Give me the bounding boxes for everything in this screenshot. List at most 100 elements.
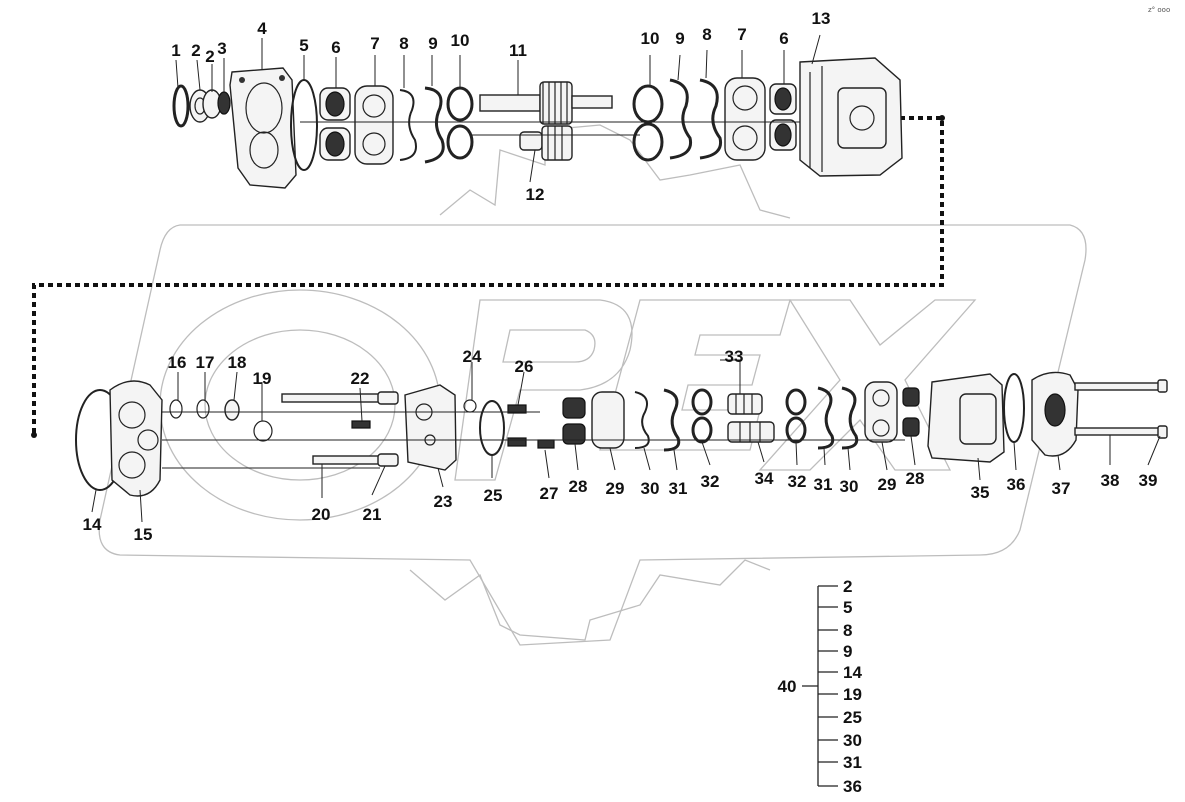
leader-lines xyxy=(91,34,1161,523)
bottom-part-label-16: 16 xyxy=(168,353,187,372)
part-31-backup-ring xyxy=(663,388,681,452)
bottom-part-label-38: 38 xyxy=(1101,471,1120,490)
top-part-label-7: 7 xyxy=(370,34,379,53)
top-part-label-6: 6 xyxy=(779,29,788,48)
bottom-part-label-32: 32 xyxy=(788,472,807,491)
bottom-part-label-25: 25 xyxy=(484,486,503,505)
assembly-connector-dashed-line xyxy=(32,116,944,435)
part-26-plug xyxy=(507,404,527,414)
part-9-backup-ring-rear xyxy=(669,78,693,160)
part-25-o-ring xyxy=(479,400,505,456)
kit-item-label: 25 xyxy=(843,708,862,727)
bottom-part-label-23: 23 xyxy=(434,492,453,511)
orex-watermark xyxy=(98,124,1087,646)
part-20-bolt xyxy=(281,393,384,465)
top-part-label-2: 2 xyxy=(191,41,200,60)
corner-code: z° ooo xyxy=(1148,6,1170,14)
kit-item-label: 36 xyxy=(843,777,862,796)
part-10-seal xyxy=(446,86,474,160)
part-22-screw xyxy=(351,420,371,429)
part-29-bearing-block xyxy=(591,391,625,449)
bottom-part-label-29: 29 xyxy=(606,479,625,498)
part-8-seal-rear xyxy=(699,78,723,160)
top-part-label-8: 8 xyxy=(399,34,408,53)
top-part-label-1: 1 xyxy=(171,41,180,60)
kit-label: 40 xyxy=(778,677,797,696)
part-8-seal xyxy=(399,89,417,161)
kit-item-label: 9 xyxy=(843,642,852,661)
top-part-label-13: 13 xyxy=(812,9,831,28)
kit-item-label: 5 xyxy=(843,598,852,617)
part-7-bearing-block xyxy=(354,85,394,165)
bottom-part-label-35: 35 xyxy=(971,483,990,502)
top-part-label-12: 12 xyxy=(526,185,545,204)
part-32-seal-rear xyxy=(785,388,807,444)
bottom-part-label-15: 15 xyxy=(134,525,153,544)
bottom-part-label-24: 24 xyxy=(463,347,482,366)
kit-bracket xyxy=(802,585,838,787)
part-9-backup-ring xyxy=(424,86,445,164)
part-27-plug xyxy=(507,437,555,449)
kit-item-label: 2 xyxy=(843,577,852,596)
part-5-o-ring xyxy=(290,79,318,171)
top-part-label-8: 8 xyxy=(702,25,711,44)
part-1-snap-ring xyxy=(172,84,190,128)
top-part-label-11: 11 xyxy=(509,41,527,60)
bottom-part-label-39: 39 xyxy=(1139,471,1158,490)
part-19-o-ring xyxy=(253,420,273,442)
top-part-label-9: 9 xyxy=(675,29,684,48)
part-30-seal xyxy=(634,391,650,449)
part-32-seal xyxy=(691,388,713,444)
part-3-washer xyxy=(217,91,231,115)
part-12-driven-gear xyxy=(519,125,573,161)
bottom-part-label-30: 30 xyxy=(641,479,660,498)
top-part-label-7: 7 xyxy=(737,25,746,44)
part-6-bushing-rear xyxy=(769,83,797,151)
kit-item-label: 30 xyxy=(843,731,862,750)
part-18-seal xyxy=(224,399,240,421)
bottom-part-label-31: 31 xyxy=(669,479,688,498)
kit-item-label: 31 xyxy=(843,753,862,772)
bottom-part-label-27: 27 xyxy=(540,484,559,503)
top-part-label-2: 2 xyxy=(205,47,214,66)
part-23-valve-block xyxy=(404,384,457,471)
top-part-label-10: 10 xyxy=(451,31,470,50)
part-4-front-cover xyxy=(229,67,297,189)
bottom-part-label-34: 34 xyxy=(755,469,774,488)
part-28-bushing xyxy=(562,397,586,445)
bottom-part-label-21: 21 xyxy=(363,505,382,524)
top-part-label-10: 10 xyxy=(641,29,660,48)
top-part-label-9: 9 xyxy=(428,34,437,53)
part-30-seal-rear xyxy=(841,386,859,450)
part-31-backup-ring-rear xyxy=(817,386,835,450)
part-33-gear xyxy=(727,393,763,415)
bottom-part-label-31: 31 xyxy=(814,475,833,494)
bottom-part-label-20: 20 xyxy=(312,505,331,524)
part-6-bushing xyxy=(319,87,351,161)
part-16-ring xyxy=(169,399,183,419)
top-part-label-4: 4 xyxy=(257,19,267,38)
part-34-gear xyxy=(727,421,775,443)
bottom-part-label-19: 19 xyxy=(253,369,272,388)
part-28-bushing-rear xyxy=(902,387,920,437)
part-38-stud xyxy=(1074,382,1161,436)
bottom-part-label-18: 18 xyxy=(228,353,247,372)
bottom-part-label-17: 17 xyxy=(196,353,215,372)
part-10-seal-rear xyxy=(632,84,664,162)
part-7-bearing-block-rear xyxy=(724,77,766,161)
bottom-part-label-29: 29 xyxy=(878,475,897,494)
bottom-part-label-28: 28 xyxy=(906,469,925,488)
part-13-pump-body xyxy=(799,57,903,177)
part-39-nut xyxy=(1157,379,1168,439)
part-29-bearing-block-rear xyxy=(864,381,898,443)
part-21-bolt-head xyxy=(377,391,399,467)
bottom-part-label-37: 37 xyxy=(1052,479,1071,498)
kit-item-label: 8 xyxy=(843,621,852,640)
bottom-part-label-30: 30 xyxy=(840,477,859,496)
part-36-o-ring xyxy=(1003,373,1025,443)
bottom-part-label-32: 32 xyxy=(701,472,720,491)
bottom-assembly xyxy=(75,371,1168,497)
